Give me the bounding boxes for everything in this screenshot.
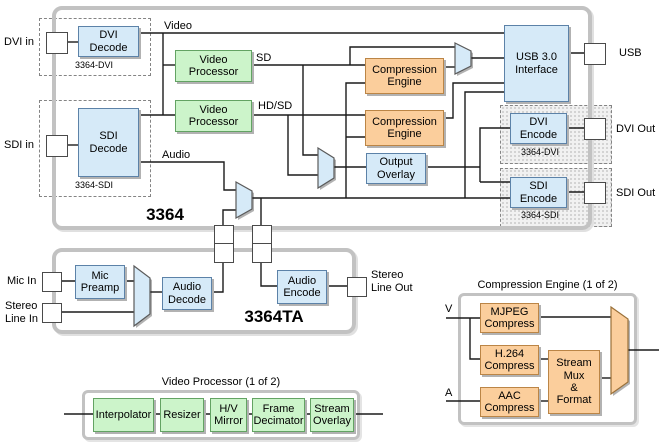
- sdi-decode-card-tag: 3364-SDI: [74, 180, 114, 190]
- compression-engine-2-block: Compression Engine: [365, 110, 444, 146]
- sdi-in-label: SDI in: [4, 139, 34, 151]
- output-overlay-block: Output Overlay: [366, 153, 426, 184]
- hv-mirror-block: H/V Mirror: [210, 398, 247, 432]
- dvi-decode-card-tag: 3364-DVI: [74, 60, 114, 70]
- sdi-out-label: SDI Out: [616, 187, 656, 199]
- wire-sd-to-overlay-mux: [302, 65, 318, 156]
- dvi-out-port: [584, 118, 606, 140]
- mic-in-label: Mic In: [7, 275, 37, 287]
- stereo-line-out-label: Stereo Line Out: [371, 269, 413, 294]
- sdi-out-port: [584, 182, 606, 204]
- stream-mux-format-block: Stream Mux & Format: [548, 350, 600, 414]
- chip-3364ta-label: 3364TA: [244, 307, 304, 326]
- wire-ta-audio-up: [222, 209, 236, 225]
- interpolator-block: Interpolator: [93, 398, 154, 432]
- video-processor-detail-title: Video Processor (1 of 2): [161, 376, 281, 388]
- dvi-decode-block: DVI Decode: [78, 26, 139, 57]
- mic-in-port: [42, 272, 62, 292]
- mic-preamp-block: Mic Preamp: [75, 265, 125, 299]
- ta-input-mux: [133, 264, 151, 328]
- interchip-audio-down-port-top: [252, 225, 272, 245]
- usb-port: [584, 43, 606, 65]
- video-processor-1-block: Video Processor: [175, 50, 252, 82]
- sdi-encode-block: SDI Encode: [510, 177, 567, 208]
- audio-wire-label: Audio: [162, 149, 191, 161]
- wire-encode-feed: [479, 127, 510, 183]
- dvi-out-label: DVI Out: [616, 123, 656, 135]
- audio-encode-block: Audio Encode: [277, 270, 327, 304]
- usb-interface-block: USB 3.0 Interface: [504, 25, 569, 102]
- sdi-decode-card-outline: [39, 100, 151, 197]
- h264-compress-block: H.264 Compress: [480, 345, 539, 375]
- stereo-line-in-port: [42, 303, 62, 323]
- a-wire-label: A: [445, 387, 453, 399]
- dvi-encode-card-tag: 3364-DVI: [520, 147, 560, 157]
- wire-audio-encode-in: [260, 261, 277, 287]
- stereo-line-in-label: Stereo Line In: [5, 300, 39, 325]
- wire-sdi-audio: [137, 161, 236, 191]
- aac-compress-block: AAC Compress: [480, 387, 539, 417]
- wire-v-to-h264: [469, 318, 480, 360]
- hdsd-wire-label: HD/SD: [258, 100, 293, 112]
- video-processor-2-block: Video Processor: [175, 100, 252, 132]
- mjpeg-compress-block: MJPEG Compress: [480, 303, 539, 333]
- dvi-in-label: DVI in: [4, 36, 34, 48]
- sd-wire-label: SD: [256, 52, 272, 64]
- sdi-encode-card-tag: 3364-SDI: [520, 210, 560, 220]
- dvi-decode-card-outline: [39, 18, 151, 76]
- wire-hdsd-to-overlay-mux: [287, 115, 318, 176]
- compression-engine-1-block: Compression Engine: [365, 58, 444, 94]
- audio-decode-block: Audio Decode: [162, 277, 212, 310]
- usb-mux: [454, 42, 472, 75]
- dvi-encode-block: DVI Encode: [510, 113, 567, 144]
- sdi-decode-block: SDI Decode: [78, 108, 139, 177]
- compression-detail-title: Compression Engine (1 of 2): [477, 279, 618, 291]
- compression-detail-outline: [458, 293, 637, 425]
- overlay-mux: [317, 146, 335, 190]
- dvi-in-port: [46, 32, 68, 54]
- chip-3364-label: 3364: [146, 205, 184, 224]
- sdi-in-port: [46, 135, 68, 157]
- stream-select-mux: [610, 305, 629, 396]
- interchip-audio-down-port-bottom: [252, 243, 272, 263]
- wire-sd-bypass: [349, 46, 455, 65]
- wire-ce2-out: [442, 82, 504, 119]
- wire-audio-to-ce: [345, 82, 365, 198]
- wire-audio-decode-out: [210, 261, 224, 293]
- wire-audio-to-usb: [464, 91, 504, 198]
- usb-label: USB: [619, 47, 642, 59]
- v-wire-label: V: [445, 303, 453, 315]
- interchip-audio-up-port-top: [214, 225, 234, 245]
- interchip-audio-up-port-bottom: [214, 243, 234, 263]
- stream-overlay-block: Stream Overlay: [310, 398, 354, 432]
- audio-mux: [235, 180, 253, 220]
- resizer-block: Resizer: [160, 398, 204, 432]
- video-processor-detail-outline: [82, 390, 360, 440]
- video-wire-label: Video: [164, 20, 192, 32]
- frame-decimator-block: Frame Decimator: [252, 398, 305, 432]
- stereo-line-out-port: [347, 277, 367, 297]
